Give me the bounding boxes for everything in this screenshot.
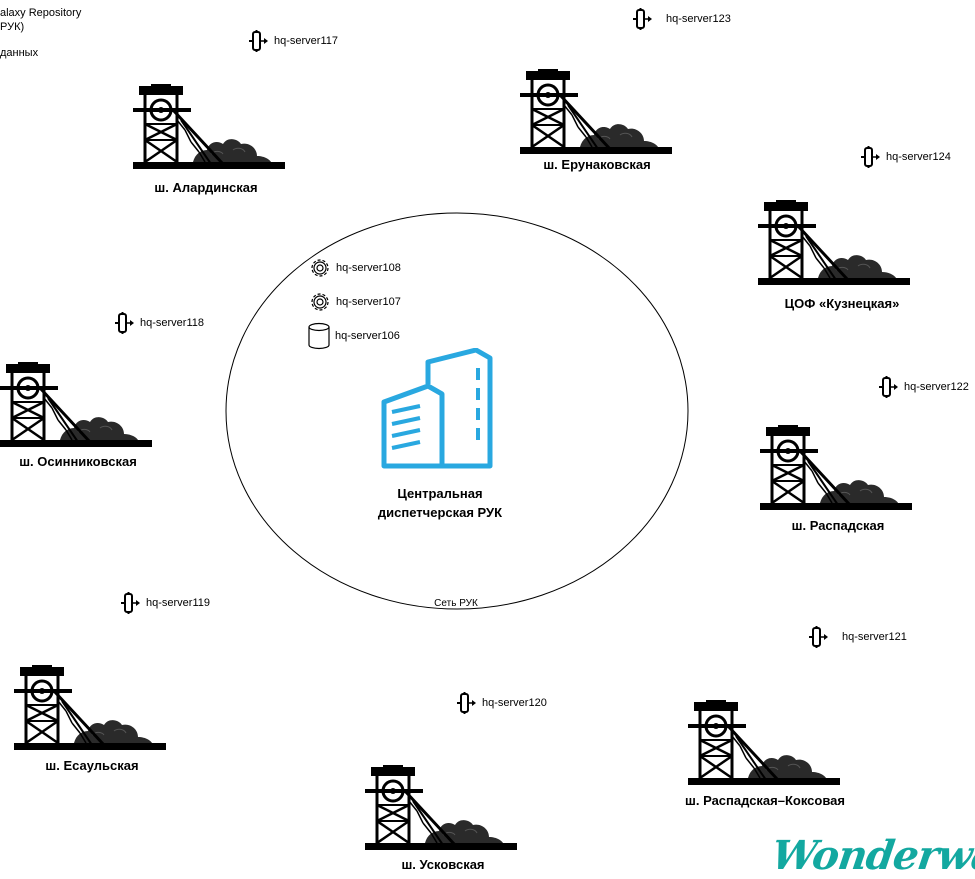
server-icon bbox=[858, 146, 882, 168]
server-icon bbox=[246, 30, 270, 52]
mine-server-124[interactable]: hq-server124 bbox=[858, 146, 951, 168]
server-icon bbox=[876, 376, 900, 398]
mine-label-raspadskaya-koksovaya: ш. Распадская–Коксовая bbox=[685, 793, 845, 808]
mine-label-osinnikovskaya: ш. Осинниковская bbox=[19, 454, 137, 469]
central-title-line-1: Центральная bbox=[397, 486, 483, 501]
mine-server-118[interactable]: hq-server118 bbox=[112, 312, 204, 334]
mine-headframe-icon bbox=[758, 200, 910, 285]
mine-label-raspadskaya: ш. Распадская bbox=[791, 518, 885, 533]
mine-server-120[interactable]: hq-server120 bbox=[454, 692, 547, 714]
server-icon bbox=[630, 8, 654, 30]
mine-headframe-icon bbox=[365, 765, 517, 850]
server-label: hq-server123 bbox=[666, 13, 731, 25]
server-icon bbox=[806, 626, 830, 648]
central-dispatch-title: Центральная диспетчерская РУК bbox=[378, 484, 502, 522]
central-title-line-2: диспетчерская РУК bbox=[377, 505, 503, 520]
network-label: Сеть РУК bbox=[434, 598, 478, 609]
central-server-106[interactable]: hq-server106 bbox=[307, 322, 400, 350]
server-label: hq-server119 bbox=[146, 597, 210, 609]
network-circle bbox=[225, 212, 689, 610]
server-label: hq-server106 bbox=[335, 330, 400, 342]
central-server-107[interactable]: hq-server107 bbox=[308, 290, 401, 314]
server-label: hq-server107 bbox=[336, 296, 401, 308]
mine-headframe-icon bbox=[133, 84, 285, 169]
mine-headframe-icon bbox=[0, 362, 152, 447]
mine-label-uskovskaya: ш. Усковская bbox=[401, 857, 485, 872]
mine-label-esaulskaya: ш. Есаульская bbox=[45, 758, 139, 773]
mine-label-erunakovskaya: ш. Ерунаковская bbox=[543, 157, 651, 172]
database-icon bbox=[307, 322, 331, 350]
mine-headframe-icon bbox=[760, 425, 912, 510]
central-server-108[interactable]: hq-server108 bbox=[308, 256, 401, 280]
legend-line-1: alaxy Repository bbox=[0, 7, 82, 19]
wonderware-logo: Wonderware bbox=[768, 832, 975, 879]
gear-icon bbox=[308, 290, 332, 314]
server-label: hq-server124 bbox=[886, 151, 951, 163]
mine-headframe-icon bbox=[688, 700, 840, 785]
server-icon bbox=[454, 692, 478, 714]
mine-label-alardinskaya: ш. Алардинская bbox=[154, 180, 258, 195]
server-icon bbox=[118, 592, 142, 614]
mine-server-119[interactable]: hq-server119 bbox=[118, 592, 210, 614]
mine-headframe-icon bbox=[520, 69, 672, 154]
server-label: hq-server108 bbox=[336, 262, 401, 274]
legend-line-3: данных bbox=[0, 47, 39, 59]
legend-line-2: РУК) bbox=[0, 21, 25, 33]
mine-label-kuznetskaya: ЦОФ «Кузнецкая» bbox=[784, 296, 900, 311]
building-icon bbox=[381, 348, 493, 469]
mine-server-121[interactable]: hq-server121 bbox=[806, 626, 907, 648]
mine-headframe-icon bbox=[14, 665, 166, 750]
mine-server-122[interactable]: hq-server122 bbox=[876, 376, 969, 398]
server-icon bbox=[112, 312, 136, 334]
legend: alaxy Repository РУК) данных bbox=[0, 6, 81, 60]
server-label: hq-server121 bbox=[842, 631, 907, 643]
mine-server-117[interactable]: hq-server117 bbox=[246, 30, 338, 52]
server-label: hq-server117 bbox=[274, 35, 338, 47]
gear-icon bbox=[308, 256, 332, 280]
mine-server-123[interactable]: hq-server123 bbox=[630, 8, 731, 30]
server-label: hq-server120 bbox=[482, 697, 547, 709]
server-label: hq-server118 bbox=[140, 317, 204, 329]
server-label: hq-server122 bbox=[904, 381, 969, 393]
